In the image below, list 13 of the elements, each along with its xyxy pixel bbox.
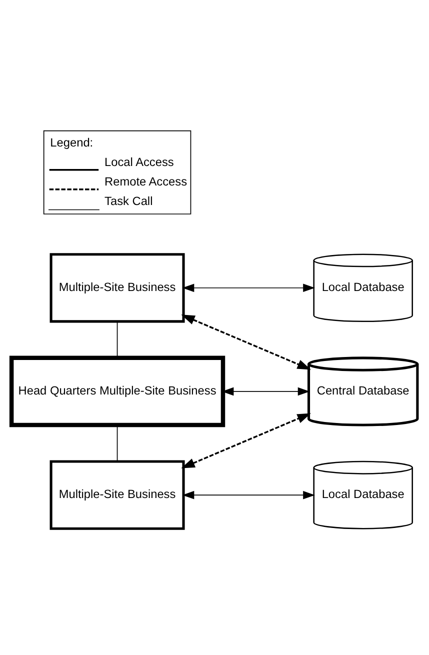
connector bbox=[116, 320, 118, 358]
arrow bbox=[182, 490, 315, 499]
connector bbox=[116, 424, 118, 462]
arrow bbox=[182, 283, 315, 292]
legend-label: Local Access bbox=[104, 154, 174, 168]
legend-label: Remote Access bbox=[104, 174, 188, 188]
node-box: Head Quarters Multiple-Site Business bbox=[9, 355, 226, 427]
label: Legend: bbox=[50, 134, 94, 149]
arrow bbox=[181, 412, 311, 468]
legend-label: Task Call bbox=[104, 193, 153, 208]
arrow bbox=[181, 314, 311, 370]
node-box: Multiple-Site Business bbox=[50, 460, 185, 530]
node-box: Multiple-Site Business bbox=[50, 252, 185, 322]
